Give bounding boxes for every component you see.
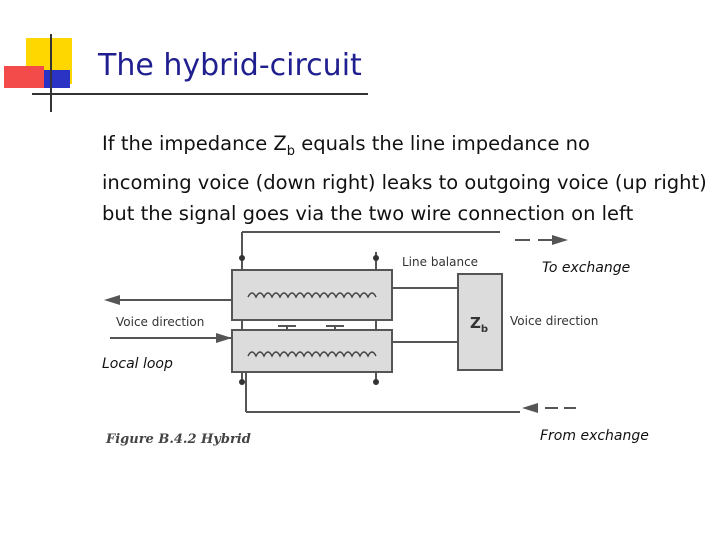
junction-dot xyxy=(239,379,245,385)
page-title: The hybrid-circuit xyxy=(98,48,362,83)
body-line-1-prefix: If the impedance Z xyxy=(102,132,287,155)
label-zb-sub: b xyxy=(480,324,489,335)
body-line-2: incoming voice (down right) leaks to out… xyxy=(102,170,707,194)
transformer-lower xyxy=(231,329,393,373)
junction-dot xyxy=(373,255,379,261)
decor-horizontal-rule xyxy=(32,93,368,95)
label-voice-direction-right: Voice direction xyxy=(510,314,599,328)
label-from-exchange: From exchange xyxy=(540,428,649,444)
coil-upper xyxy=(247,292,377,299)
decor-red-square xyxy=(4,66,44,88)
body-line-1: If the impedance Zb equals the line impe… xyxy=(102,128,712,167)
label-line-balance: Line balance xyxy=(402,255,479,269)
transformer-upper xyxy=(231,269,393,321)
body-line-1-suffix: equals the line impedance no xyxy=(295,132,590,155)
zb-impedance-box xyxy=(457,273,503,371)
label-zb: Zb xyxy=(470,314,488,335)
body-text: If the impedance Zb equals the line impe… xyxy=(102,128,712,229)
arrowhead-from-exchange xyxy=(522,403,538,413)
decor-blue-square xyxy=(44,70,70,88)
body-line-1-subscript: b xyxy=(286,143,296,159)
label-local-loop: Local loop xyxy=(102,356,173,372)
hybrid-circuit-diagram xyxy=(104,231,576,413)
label-to-exchange: To exchange xyxy=(542,260,631,276)
decor-vertical-rule xyxy=(50,34,52,112)
label-zb-main: Z xyxy=(470,314,481,332)
arrowhead-voice-left-bottom xyxy=(216,333,232,343)
junction-dot xyxy=(373,379,379,385)
arrowhead-to-exchange xyxy=(552,235,568,245)
coil-lower xyxy=(247,351,377,358)
junction-dot xyxy=(239,255,245,261)
label-voice-direction-left: Voice direction xyxy=(116,315,205,329)
hybrid-circuit-figure: Line balance To exchange Voice direction… xyxy=(100,222,660,472)
figure-caption: Figure B.4.2 Hybrid xyxy=(106,432,251,447)
arrowhead-voice-left-top xyxy=(104,295,120,305)
body-line-3: but the signal goes via the two wire con… xyxy=(102,201,634,225)
